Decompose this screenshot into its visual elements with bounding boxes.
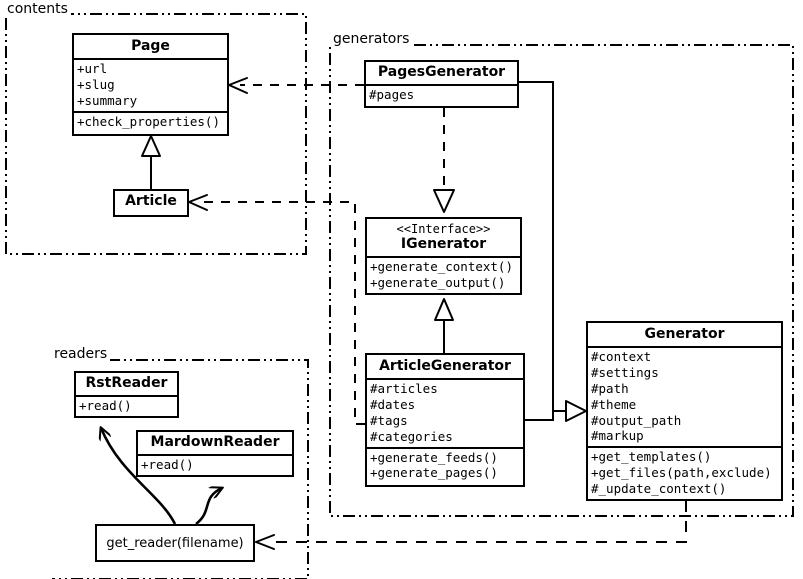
class-operations-article-generator: +generate_feeds() +generate_pages() bbox=[367, 446, 523, 484]
class-box-page[interactable]: Page +url +slug +summary +check_properti… bbox=[72, 33, 229, 136]
class-member: #theme bbox=[591, 396, 637, 412]
class-box-rst-reader[interactable]: RstReader +read() bbox=[74, 371, 179, 418]
edge-pagesgenerator-inherits-generator bbox=[519, 81, 566, 412]
class-member: #tags bbox=[370, 412, 408, 428]
class-name-pages-generator: PagesGenerator bbox=[377, 64, 506, 80]
edge-pagesgenerator-uses-page bbox=[228, 77, 364, 94]
class-attributes-generator: #context #settings #path #theme #output_… bbox=[588, 346, 781, 446]
class-member: +generate_context() bbox=[370, 259, 513, 275]
class-operations-page: +check_properties() bbox=[74, 110, 227, 132]
class-operations-igenerator: +generate_context() +generate_output() bbox=[367, 256, 520, 293]
class-member: #markup bbox=[591, 428, 644, 444]
class-member: #dates bbox=[370, 396, 416, 412]
class-member: #categories bbox=[370, 428, 453, 444]
package-label-generators: generators bbox=[330, 31, 413, 47]
edge-articlegenerator-uses-article bbox=[188, 194, 365, 425]
class-member: +generate_output() bbox=[370, 275, 506, 291]
class-member: +url bbox=[77, 61, 108, 77]
class-member: +generate_pages() bbox=[370, 465, 498, 481]
class-member: +slug bbox=[77, 76, 115, 92]
class-name-page: Page bbox=[131, 38, 170, 54]
class-operations-generator: +get_templates() +get_files(path,exclude… bbox=[588, 446, 781, 499]
class-box-article[interactable]: Article bbox=[113, 189, 189, 217]
class-name-igenerator: <<Interface>> IGenerator bbox=[367, 219, 520, 256]
function-box-get-reader[interactable]: get_reader(filename) bbox=[95, 524, 255, 562]
class-member: +read() bbox=[141, 457, 194, 473]
class-member: +get_templates() bbox=[591, 449, 712, 465]
edge-get-reader-creates-mardownreader bbox=[195, 488, 222, 526]
class-member: #_update_context() bbox=[591, 481, 727, 497]
class-member: #output_path bbox=[591, 412, 682, 428]
class-name-rst-reader: RstReader bbox=[85, 375, 168, 391]
class-operations-mardown-reader: +read() bbox=[138, 454, 292, 475]
edge-articlegenerator-inherits-generator bbox=[525, 400, 587, 422]
class-attributes-article-generator: #articles #dates #tags #categories bbox=[367, 378, 523, 447]
class-member: #pages bbox=[369, 87, 415, 103]
class-name-generator: Generator bbox=[644, 326, 725, 342]
class-member: +get_files(path,exclude) bbox=[591, 465, 772, 481]
edge-article-inherits-page bbox=[141, 135, 161, 189]
function-label-get-reader: get_reader(filename) bbox=[106, 535, 244, 551]
class-stereotype-igenerator: <<Interface>> bbox=[396, 222, 491, 236]
class-member: +generate_feeds() bbox=[370, 449, 498, 465]
class-member: +summary bbox=[77, 92, 138, 108]
class-box-igenerator[interactable]: <<Interface>> IGenerator +generate_conte… bbox=[365, 217, 522, 295]
class-attributes-pages-generator: #pages bbox=[366, 84, 517, 105]
class-member: +read() bbox=[79, 398, 132, 414]
package-label-readers: readers bbox=[51, 346, 111, 362]
class-member: #articles bbox=[370, 381, 438, 397]
class-box-mardown-reader[interactable]: MardownReader +read() bbox=[136, 430, 294, 477]
edge-pagesgenerator-implements-igenerator bbox=[433, 108, 455, 213]
class-name-article-generator: ArticleGenerator bbox=[379, 358, 511, 374]
class-member: #settings bbox=[591, 364, 659, 380]
class-member: #path bbox=[591, 380, 629, 396]
class-member: #context bbox=[591, 349, 652, 365]
class-attributes-page: +url +slug +summary bbox=[74, 58, 227, 111]
edge-generator-uses-get-reader bbox=[255, 501, 687, 550]
package-label-contents: contents bbox=[4, 1, 71, 17]
class-member: +check_properties() bbox=[77, 113, 220, 129]
class-name-mardown-reader: MardownReader bbox=[150, 434, 280, 450]
class-box-article-generator[interactable]: ArticleGenerator #articles #dates #tags … bbox=[365, 353, 525, 487]
edge-articlegenerator-inherits-igenerator bbox=[434, 298, 454, 353]
class-name-article: Article bbox=[125, 193, 177, 209]
class-operations-rst-reader: +read() bbox=[76, 395, 177, 416]
class-box-pages-generator[interactable]: PagesGenerator #pages bbox=[364, 60, 519, 108]
class-name-label: IGenerator bbox=[400, 236, 487, 253]
class-box-generator[interactable]: Generator #context #settings #path #them… bbox=[586, 321, 783, 501]
